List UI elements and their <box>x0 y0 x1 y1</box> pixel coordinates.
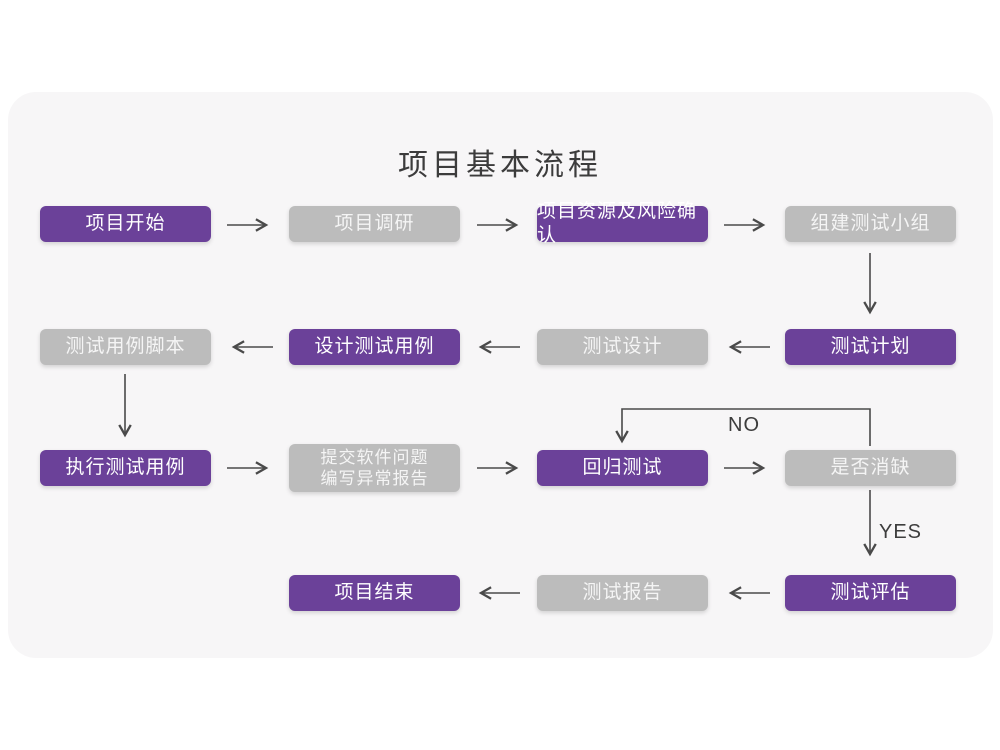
node-label: 项目调研 <box>334 213 415 235</box>
node-build-test-team: 组建测试小组 <box>785 206 956 242</box>
node-test-case-script: 测试用例脚本 <box>40 329 211 365</box>
node-execute-test-cases: 执行测试用例 <box>40 450 211 486</box>
node-project-end: 项目结束 <box>289 575 460 611</box>
node-project-start: 项目开始 <box>40 206 211 242</box>
flowchart-card <box>8 92 993 658</box>
node-label: 测试用例脚本 <box>65 336 186 358</box>
edge-label-yes: YES <box>879 521 923 543</box>
node-label: 测试设计 <box>582 336 663 358</box>
node-test-design: 测试设计 <box>537 329 708 365</box>
node-test-evaluation: 测试评估 <box>785 575 956 611</box>
node-design-test-cases: 设计测试用例 <box>289 329 460 365</box>
node-test-report: 测试报告 <box>537 575 708 611</box>
node-label: 测试评估 <box>830 582 911 604</box>
node-label: 是否消缺 <box>830 457 911 479</box>
node-test-plan: 测试计划 <box>785 329 956 365</box>
node-submit-issue-report: 提交软件问题 编写异常报告 <box>289 444 460 492</box>
node-regression-test: 回归测试 <box>537 450 708 486</box>
node-label: 组建测试小组 <box>810 213 931 235</box>
edge-label-no: NO <box>728 414 760 436</box>
node-label: 回归测试 <box>582 457 663 479</box>
node-label: 项目开始 <box>85 213 166 235</box>
node-label-line2: 编写异常报告 <box>320 469 429 488</box>
node-label: 设计测试用例 <box>314 336 435 358</box>
node-label-line1: 提交软件问题 <box>320 447 429 467</box>
node-label: 执行测试用例 <box>65 457 186 479</box>
node-defect-cleared-decision: 是否消缺 <box>785 450 956 486</box>
page-title: 项目基本流程 <box>398 149 602 182</box>
node-resource-risk-confirm: 项目资源及风险确认 <box>537 201 708 246</box>
node-label: 项目资源及风险确认 <box>537 201 698 246</box>
node-label: 测试报告 <box>582 582 663 604</box>
node-label: 测试计划 <box>830 336 911 358</box>
node-label: 项目结束 <box>334 582 415 604</box>
node-project-research: 项目调研 <box>289 206 460 242</box>
